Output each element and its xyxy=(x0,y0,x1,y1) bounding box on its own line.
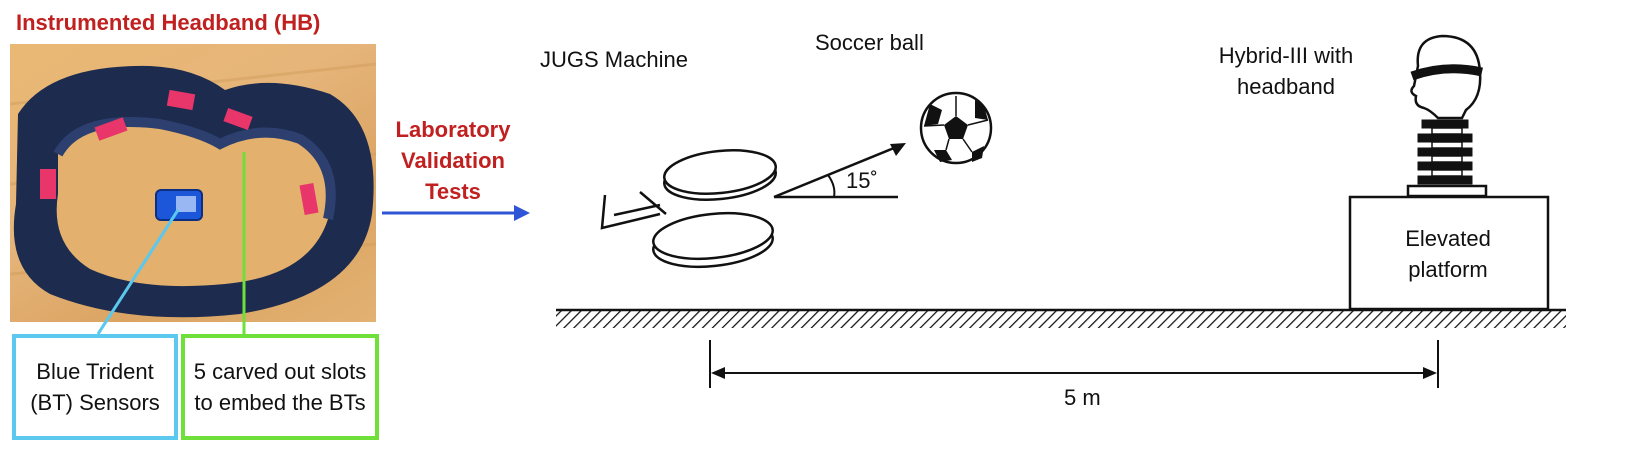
distance-label: 5 m xyxy=(1064,385,1101,410)
distance-arrow-left xyxy=(711,367,725,379)
transition-arrow-head xyxy=(514,205,530,221)
slot-tab xyxy=(299,183,319,215)
angle-label: 15˚ xyxy=(846,168,878,193)
hybrid-iii-dummy xyxy=(1406,34,1488,198)
elevated-platform xyxy=(1348,195,1550,311)
transition-label: Laboratory Validation Tests xyxy=(395,117,511,204)
slot-tab xyxy=(166,89,196,111)
soccer-ball-label: Soccer ball xyxy=(815,30,924,55)
bt-pointer-line xyxy=(96,209,180,335)
jugs-machine-label: JUGS Machine xyxy=(540,47,688,72)
bt-sensors-label: Blue Trident (BT) Sensors xyxy=(30,359,160,415)
headband-title: Instrumented Headband (HB) xyxy=(16,10,321,35)
hybrid-iii-label: Hybrid-III with headband xyxy=(1218,43,1354,99)
jugs-machine xyxy=(600,149,777,269)
headband-on-dummy xyxy=(1410,64,1483,81)
launch-arrow-head xyxy=(890,143,906,156)
headband-illustration xyxy=(10,62,376,318)
angle-arc xyxy=(827,174,836,198)
slot-tab xyxy=(94,117,128,141)
slot-tab xyxy=(223,107,253,131)
slots-label: 5 carved out slots to embed the BTs xyxy=(193,359,367,415)
distance-arrow-right xyxy=(1423,367,1437,379)
bt-sensors-box: Blue Trident (BT) Sensors xyxy=(12,334,178,440)
soccer-ball-icon xyxy=(919,91,993,165)
slots-box: 5 carved out slots to embed the BTs xyxy=(181,334,379,440)
headband-photo xyxy=(10,44,376,322)
platform-label: Elevated platform xyxy=(1405,226,1491,282)
ground-hatch xyxy=(556,311,1566,328)
slot-tab xyxy=(40,169,56,199)
launch-direction-line xyxy=(773,146,895,199)
